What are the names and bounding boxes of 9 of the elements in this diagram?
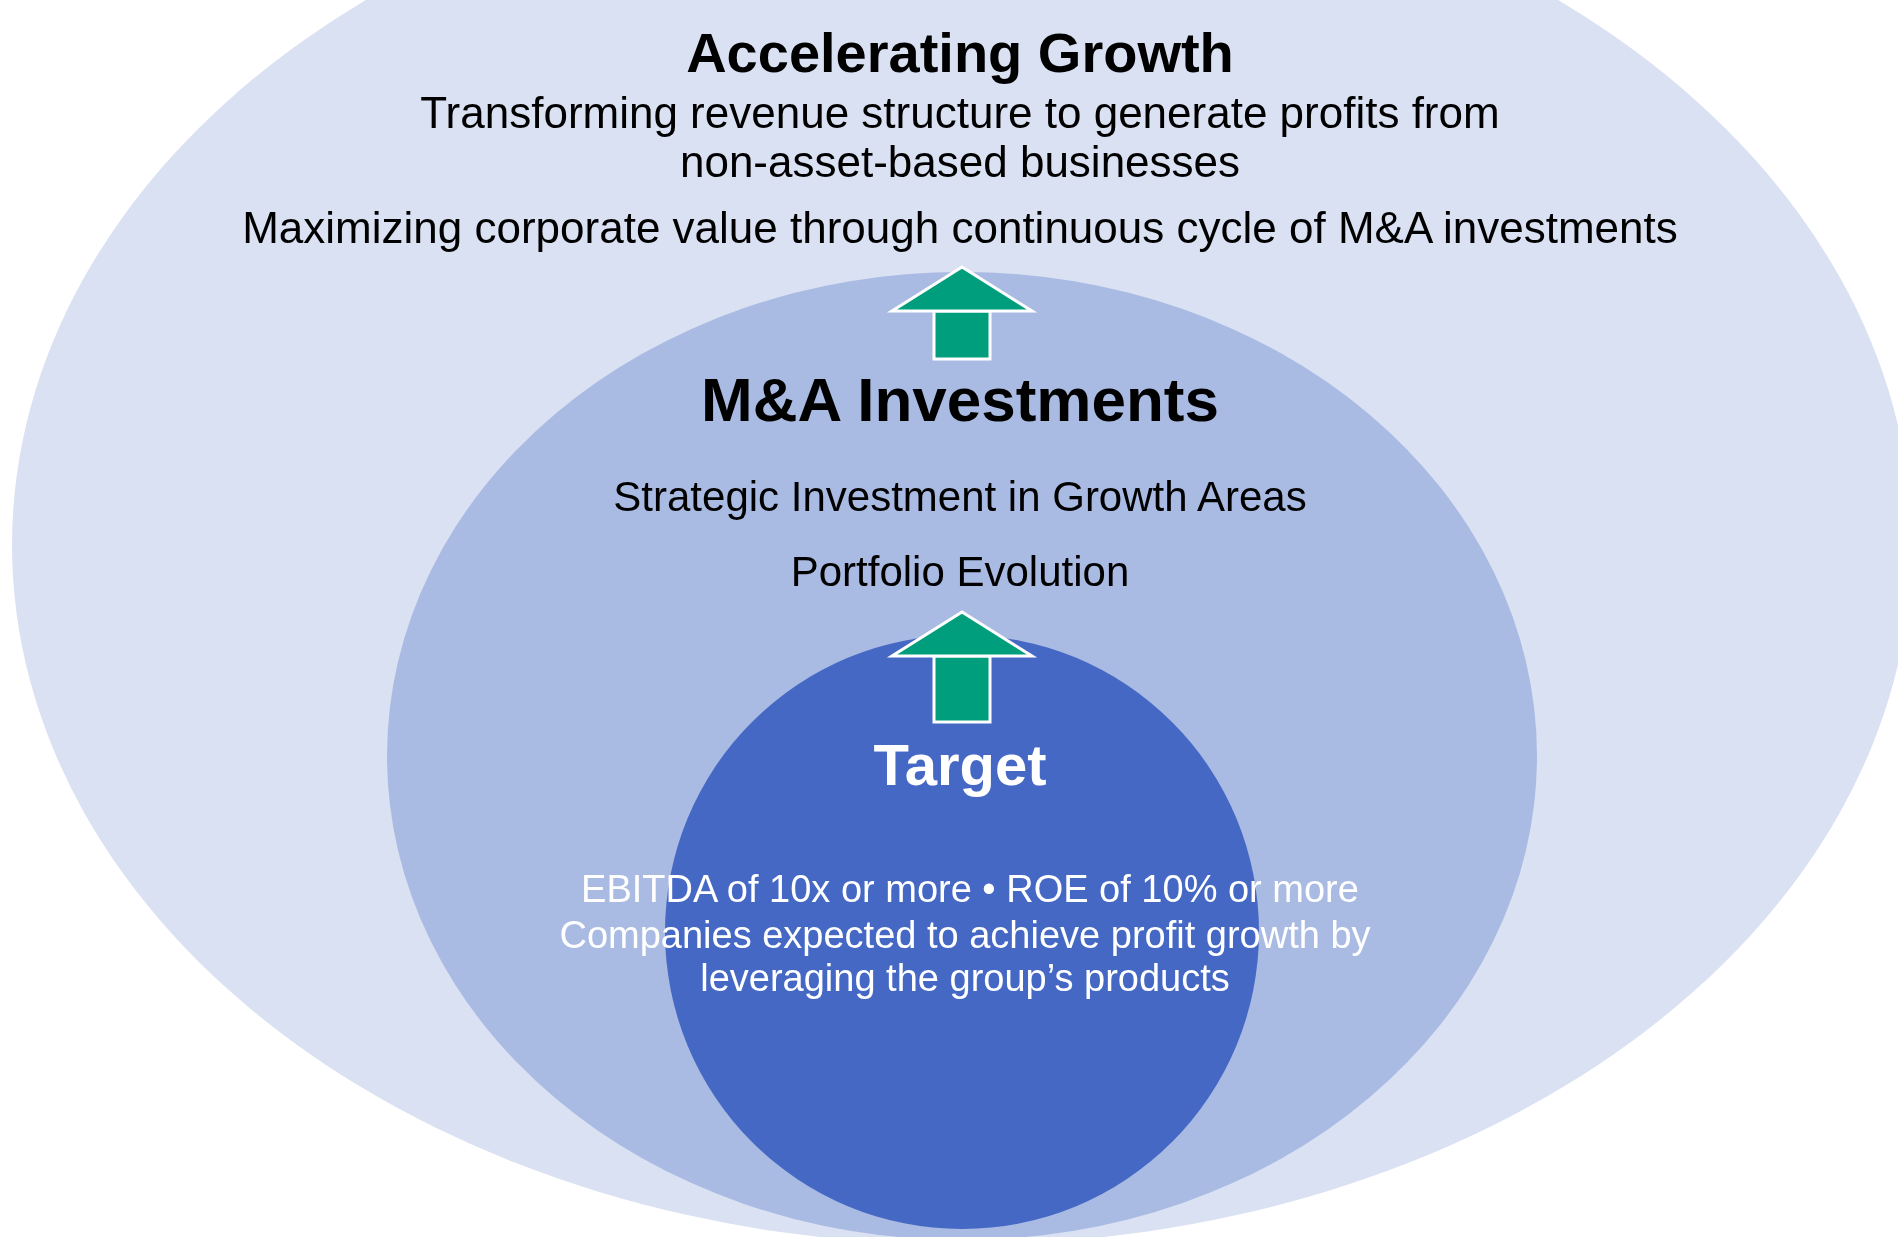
description-text: Portfolio Evolution — [789, 548, 1131, 597]
heading: Target — [872, 733, 1048, 799]
description-text: Strategic Investment in Growth Areas — [612, 473, 1308, 522]
block-arrow — [886, 610, 1038, 724]
description-text: Transforming revenue structure to generate profits from non-asset-based businesses — [419, 88, 1501, 189]
heading: M&A Investments — [700, 365, 1220, 436]
block-arrow — [886, 265, 1038, 361]
description-text: Maximizing corporate value through continuous cycle of M&A investments — [241, 203, 1679, 254]
heading: Accelerating Growth — [685, 22, 1235, 86]
